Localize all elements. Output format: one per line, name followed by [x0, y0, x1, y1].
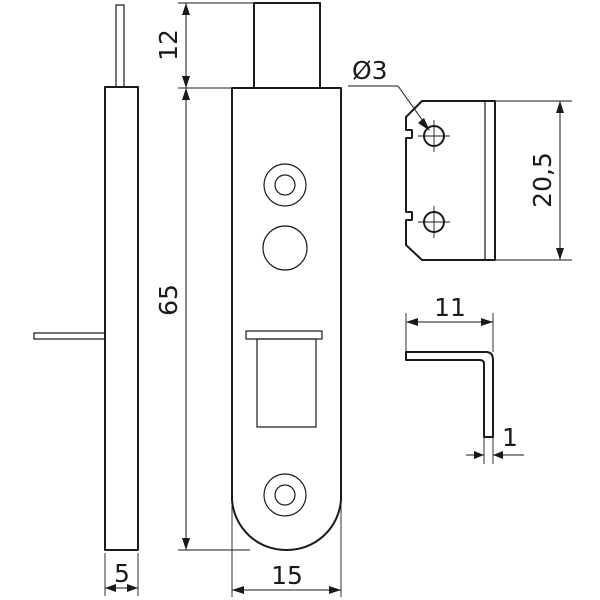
dim-label-15: 15: [271, 561, 303, 590]
bolt-front: [253, 2, 321, 89]
dim-thickness: 5: [104, 553, 139, 596]
slot-opening: [256, 338, 317, 428]
dim-label-11: 11: [434, 293, 466, 322]
bracket-tab-side: [33, 332, 106, 340]
bracket-hole-bottom: [418, 206, 450, 238]
dim-bracket-height: 20,5: [495, 100, 572, 261]
dim-bolt-extension: 12: [154, 2, 255, 89]
front-view: [231, 2, 342, 552]
body-side: [104, 86, 139, 551]
dim-hole-diameter: Ø3: [348, 56, 430, 131]
dim-bracket-width: 11: [405, 293, 494, 352]
mounting-hole-top: [263, 163, 307, 207]
bracket-hole-top: [418, 120, 450, 152]
dim-body-length: 65: [154, 88, 250, 551]
dim-label-5: 5: [114, 559, 130, 588]
dim-label-65: 65: [154, 284, 183, 316]
dim-sheet-thickness: 1: [466, 423, 524, 464]
bracket-l-profile: [405, 351, 494, 438]
dim-label-1: 1: [502, 423, 518, 452]
bolt-pin-side: [115, 4, 125, 88]
dim-label-diameter: Ø3: [352, 56, 388, 85]
dim-label-20-5: 20,5: [528, 152, 557, 208]
dim-label-12: 12: [154, 29, 183, 61]
bracket-front-view: [405, 100, 496, 261]
dim-width: 15: [231, 500, 342, 597]
body-front: [231, 87, 342, 552]
bracket-plate: [405, 100, 496, 261]
side-view: [33, 4, 139, 551]
mounting-hole-bottom: [263, 473, 307, 517]
through-hole: [262, 225, 308, 271]
